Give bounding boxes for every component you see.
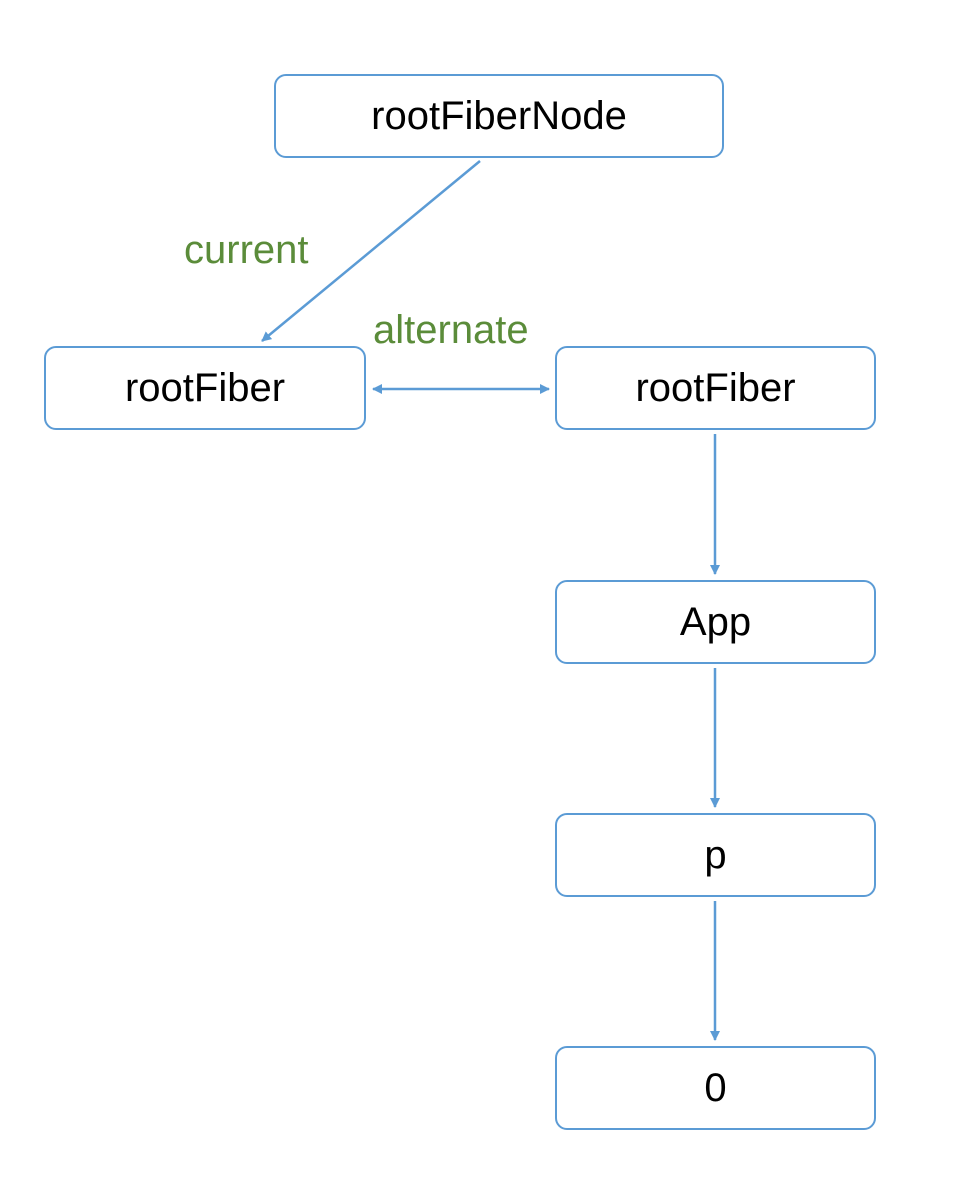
current-edge-label: current (184, 228, 309, 272)
text-fiber-box: 0 (555, 1046, 876, 1130)
work-in-progress-root-fiber-label: rootFiber (635, 365, 796, 410)
app-fiber-label: App (679, 599, 752, 644)
work-in-progress-root-fiber-box: rootFiber (555, 346, 876, 430)
p-fiber-box: p (555, 813, 876, 897)
p-fiber-label: p (704, 832, 727, 877)
root-fiber-node-box: rootFiberNode (274, 74, 724, 158)
current-root-fiber-label: rootFiber (124, 365, 286, 410)
current-root-fiber-box: rootFiber (44, 346, 366, 430)
alternate-edge-label: alternate (373, 308, 529, 352)
text-fiber-label: 0 (704, 1065, 727, 1110)
edge-current-arrow (261, 160, 481, 342)
root-fiber-node-label: rootFiberNode (371, 93, 627, 138)
app-fiber-box: App (555, 580, 876, 664)
